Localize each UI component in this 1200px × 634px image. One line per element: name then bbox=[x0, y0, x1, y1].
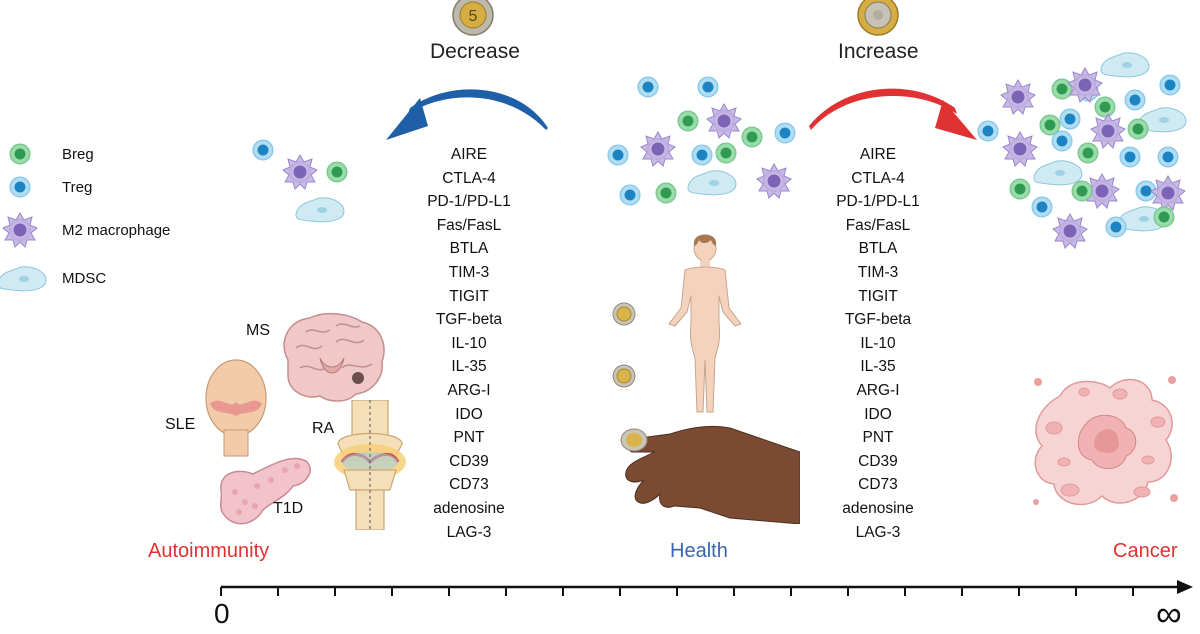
ra-label: RA bbox=[312, 420, 335, 437]
legend-item-mdsc: MDSC bbox=[0, 262, 140, 296]
molecule-item: IL-10 bbox=[860, 334, 896, 352]
m2-macrophage-icon bbox=[2, 212, 38, 248]
increase-arrow bbox=[809, 88, 977, 140]
legend-label: M2 macrophage bbox=[62, 222, 171, 239]
molecule-item: LAG-3 bbox=[446, 523, 492, 541]
legend-item-breg: Breg bbox=[0, 142, 140, 166]
molecule-item: CTLA-4 bbox=[851, 169, 905, 187]
molecule-item: PNT bbox=[453, 429, 485, 447]
falling-coin-icon bbox=[612, 302, 636, 326]
ms-label: MS bbox=[246, 322, 270, 339]
coin-icon-right bbox=[857, 0, 899, 36]
molecule-item: AIRE bbox=[450, 146, 488, 163]
molecule-item: AIRE bbox=[859, 146, 897, 163]
human-body-illustration bbox=[668, 234, 742, 413]
molecule-item: CD39 bbox=[449, 452, 489, 470]
legend-label: Breg bbox=[62, 145, 94, 163]
decrease-arrow bbox=[386, 89, 548, 140]
molecule-item: IDO bbox=[864, 405, 892, 423]
molecule-item: CTLA-4 bbox=[442, 169, 496, 187]
molecule-item: CD39 bbox=[858, 452, 898, 470]
molecule-item: TIGIT bbox=[858, 287, 898, 305]
molecule-item: BTLA bbox=[449, 240, 489, 258]
molecule-item: TGF-beta bbox=[435, 311, 503, 329]
legend-item-m2-macrophage: M2 macrophage bbox=[0, 212, 200, 248]
healthy-cell-cluster bbox=[607, 76, 796, 206]
sle-label: SLE bbox=[165, 416, 196, 433]
molecule-item: TIM-3 bbox=[857, 263, 899, 281]
molecule-item: adenosine bbox=[842, 499, 914, 517]
molecule-item: Fas/FasL bbox=[436, 216, 502, 234]
molecule-item: IL-10 bbox=[451, 334, 487, 352]
molecule-item: CD73 bbox=[858, 476, 898, 494]
molecule-item: TIGIT bbox=[449, 287, 489, 305]
brain-illustration bbox=[283, 312, 385, 402]
molecule-item: TGF-beta bbox=[844, 311, 912, 329]
svg-text:5: 5 bbox=[469, 8, 478, 25]
increased-cell-cluster bbox=[977, 52, 1187, 249]
cancer-label: Cancer bbox=[1113, 540, 1178, 562]
molecule-item: CD73 bbox=[449, 476, 489, 494]
hand-holding-coin-illustration bbox=[620, 425, 800, 524]
legend-label: Treg bbox=[62, 178, 93, 196]
molecule-item: PD-1/PD-L1 bbox=[836, 193, 920, 211]
pancreas-illustration bbox=[219, 457, 311, 525]
molecule-item: IDO bbox=[455, 405, 483, 423]
molecule-item: IL-35 bbox=[451, 358, 487, 376]
spectrum-axis bbox=[220, 580, 1193, 596]
molecule-item: IL-35 bbox=[860, 358, 896, 376]
health-label: Health bbox=[670, 540, 728, 562]
autoimmunity-label: Autoimmunity bbox=[148, 540, 270, 562]
molecule-item: PD-1/PD-L1 bbox=[427, 193, 511, 211]
decrease-heading: Decrease bbox=[430, 40, 520, 63]
knee-joint-illustration bbox=[334, 400, 406, 530]
tumor-tissue-illustration bbox=[1033, 376, 1178, 506]
falling-coin-icon bbox=[612, 364, 636, 388]
legend-label: MDSC bbox=[62, 270, 107, 287]
coin-icon-left: 5 bbox=[452, 0, 494, 36]
treg-cell-icon bbox=[9, 176, 31, 198]
molecule-item: Fas/FasL bbox=[845, 216, 911, 234]
axis-end-label: ∞ bbox=[1156, 593, 1182, 634]
molecule-item: ARG-I bbox=[447, 381, 491, 399]
legend-item-treg: Treg bbox=[0, 175, 140, 199]
t1d-label: T1D bbox=[273, 500, 304, 517]
molecule-item: ARG-I bbox=[856, 381, 900, 399]
increase-heading: Increase bbox=[838, 40, 919, 63]
molecule-item: LAG-3 bbox=[855, 523, 901, 541]
molecule-item: TIM-3 bbox=[448, 263, 490, 281]
face-illustration bbox=[205, 359, 267, 457]
breg-cell-icon bbox=[9, 143, 31, 165]
decreased-cell-cluster bbox=[252, 139, 348, 223]
molecule-item: adenosine bbox=[433, 499, 505, 517]
molecule-item: BTLA bbox=[858, 240, 898, 258]
molecule-item: PNT bbox=[862, 429, 894, 447]
mdsc-cell-icon bbox=[0, 266, 47, 292]
axis-start-label: 0 bbox=[214, 598, 230, 629]
